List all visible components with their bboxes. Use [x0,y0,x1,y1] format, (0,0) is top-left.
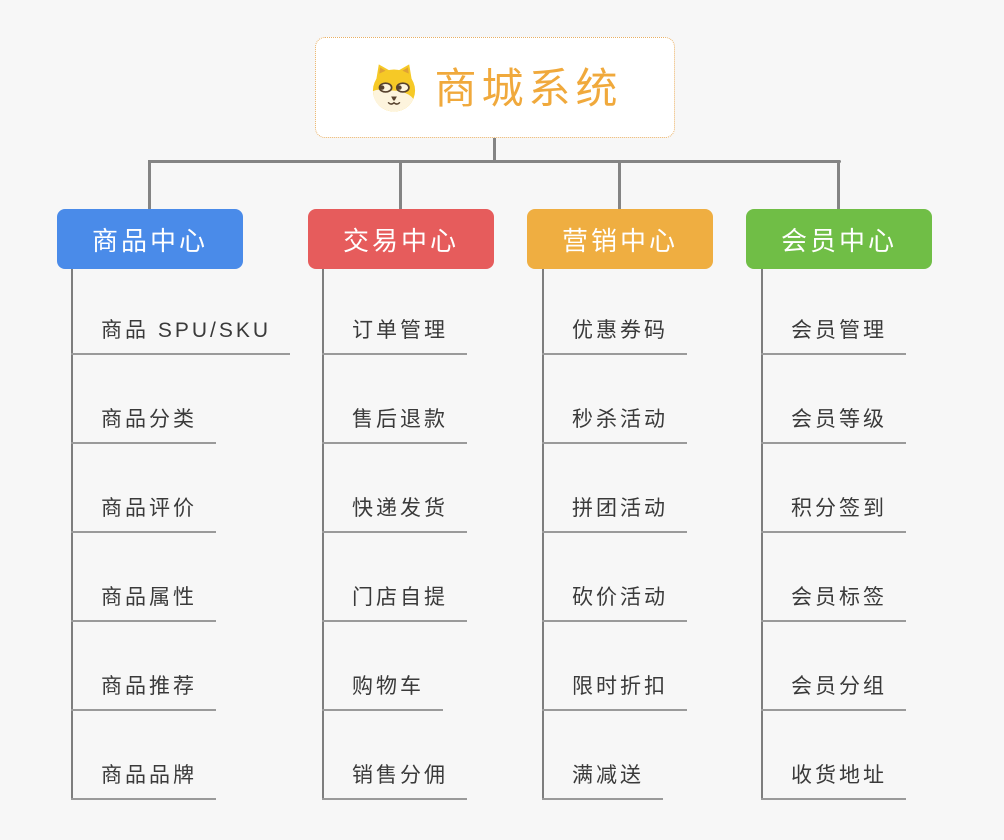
connector-column-2 [322,269,324,800]
leaf-item[interactable]: 优惠券码 [542,314,687,355]
leaf-item[interactable]: 售后退款 [322,403,467,444]
leaf-item[interactable]: 商品分类 [71,403,216,444]
leaf-item[interactable]: 商品属性 [71,581,216,622]
leaf-item[interactable]: 砍价活动 [542,581,687,622]
leaf-column-marketing: 优惠券码 秒杀活动 拼团活动 砍价活动 限时折扣 满减送 [542,266,687,800]
root-title: 商城系统 [434,64,623,112]
leaf-item[interactable]: 商品品牌 [71,759,216,800]
branch-product-center[interactable]: 商品中心 [57,209,243,269]
branch-marketing-center[interactable]: 营销中心 [527,209,713,269]
doge-icon [367,61,421,115]
leaf-item[interactable]: 快递发货 [322,492,467,533]
leaf-item[interactable]: 销售分佣 [322,759,467,800]
leaf-item[interactable]: 商品评价 [71,492,216,533]
connector-drop-4 [837,160,840,209]
branch-trade-center[interactable]: 交易中心 [308,209,494,269]
connector-trunk [148,160,841,163]
connector-drop-2 [399,160,402,209]
leaf-item[interactable]: 商品推荐 [71,670,216,711]
leaf-item[interactable]: 商品 SPU/SKU [71,314,291,355]
leaf-item[interactable]: 订单管理 [322,314,467,355]
leaf-item[interactable]: 会员标签 [761,581,906,622]
leaf-item[interactable]: 积分签到 [761,492,906,533]
connector-drop-1 [148,160,151,209]
connector-column-4 [761,269,763,800]
connector-drop-3 [618,160,621,209]
connector-column-3 [542,269,544,800]
leaf-item[interactable]: 拼团活动 [542,492,687,533]
leaf-column-member: 会员管理 会员等级 积分签到 会员标签 会员分组 收货地址 [761,266,906,800]
branch-member-center[interactable]: 会员中心 [746,209,932,269]
leaf-item[interactable]: 满减送 [542,759,663,800]
connector-column-1 [71,269,73,800]
leaf-column-product: 商品 SPU/SKU 商品分类 商品评价 商品属性 商品推荐 商品品牌 [71,266,291,800]
leaf-item[interactable]: 购物车 [322,670,443,711]
leaf-item[interactable]: 会员管理 [761,314,906,355]
leaf-item[interactable]: 秒杀活动 [542,403,687,444]
leaf-item[interactable]: 会员等级 [761,403,906,444]
leaf-item[interactable]: 会员分组 [761,670,906,711]
root-node[interactable]: 商城系统 [315,37,675,138]
leaf-item[interactable]: 门店自提 [322,581,467,622]
leaf-item[interactable]: 收货地址 [761,759,906,800]
leaf-column-trade: 订单管理 售后退款 快递发货 门店自提 购物车 销售分佣 [322,266,467,800]
connector-root-stub [493,138,496,163]
leaf-item[interactable]: 限时折扣 [542,670,687,711]
